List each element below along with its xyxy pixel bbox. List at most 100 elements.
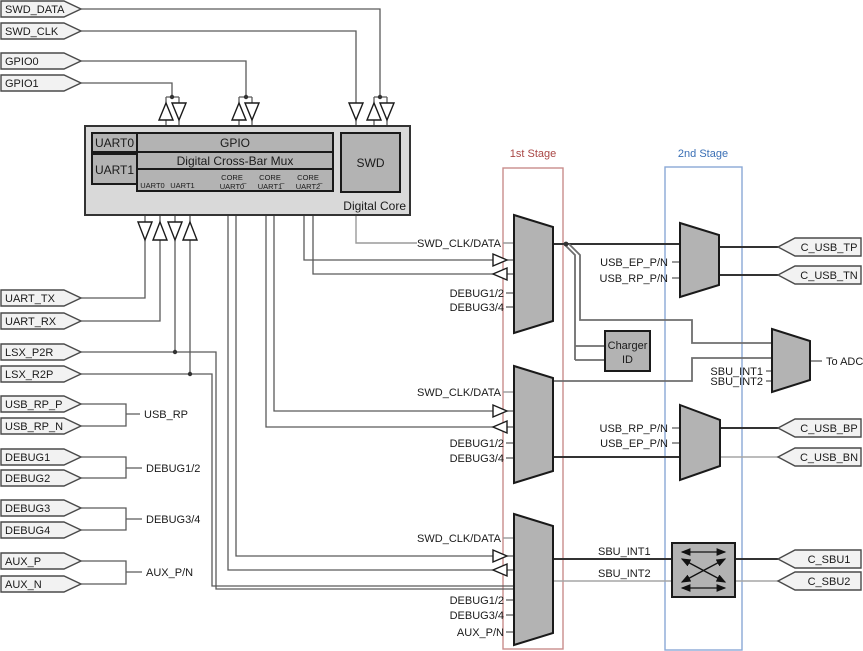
label-debug12-1: DEBUG1/2 xyxy=(450,288,504,300)
junction-dot xyxy=(169,94,175,100)
svg-text:DEBUG4: DEBUG4 xyxy=(5,525,50,537)
label-aux-pn-bracket: AUX_P/N xyxy=(146,567,193,579)
buffer-up-icon xyxy=(181,220,199,241)
label-sbu-int2-line: SBU_INT2 xyxy=(598,568,651,580)
svg-text:LSX_R2P: LSX_R2P xyxy=(5,369,53,381)
svg-text:DEBUG3: DEBUG3 xyxy=(5,503,50,515)
buffer-down-icon xyxy=(243,102,261,122)
input-flag-debug2: DEBUG2 xyxy=(0,469,83,487)
mux-stage2-top xyxy=(679,221,720,299)
output-flag-c-usb-tn: C_USB_TN xyxy=(776,265,862,285)
input-flag-usb-rp-n: USB_RP_N xyxy=(0,417,83,435)
wire-buffer-mux-stubs xyxy=(507,259,514,571)
svg-text:C_USB_TN: C_USB_TN xyxy=(800,270,858,282)
svg-text:C_USB_TP: C_USB_TP xyxy=(801,242,858,254)
buffer-up-icon xyxy=(230,101,248,121)
input-flags: SWD_DATA SWD_CLK GPIO0 GPIO1 UART_TX UAR… xyxy=(0,0,83,593)
wire-aux-bracket xyxy=(81,560,142,585)
svg-text:UART_TX: UART_TX xyxy=(5,293,56,305)
label-debug34-2: DEBUG3/4 xyxy=(450,453,504,465)
uart0-label: UART0 xyxy=(95,136,134,150)
wire-labels: SWD_CLK/DATA DEBUG1/2 DEBUG3/4 SWD_CLK/D… xyxy=(144,238,763,639)
uart1-block xyxy=(91,153,138,185)
svg-text:DEBUG2: DEBUG2 xyxy=(5,473,50,485)
label-sbu-int1-adc: SBU_INT1 xyxy=(710,366,763,378)
sbu-crossbar-switch xyxy=(671,542,736,598)
wire-branch-adc2 xyxy=(554,357,772,382)
junction-dot xyxy=(172,349,178,355)
output-flag-c-sbu1: C_SBU1 xyxy=(776,549,862,569)
svg-text:SWD_DATA: SWD_DATA xyxy=(5,4,65,16)
buffer-up-icon xyxy=(157,101,175,121)
label-usb-rp: USB_RP xyxy=(144,409,188,421)
svg-text:UART_RX: UART_RX xyxy=(5,316,57,328)
io-buffers xyxy=(136,101,509,578)
junction-dot xyxy=(187,371,193,377)
buffer-down-icon xyxy=(378,102,396,122)
second-stage-box xyxy=(664,166,743,651)
label-debug34-bracket: DEBUG3/4 xyxy=(146,514,200,526)
svg-text:C_SBU2: C_SBU2 xyxy=(808,576,851,588)
junction-dot xyxy=(243,94,249,100)
buffer-left-icon xyxy=(491,562,508,578)
svg-text:LSX_P2R: LSX_P2R xyxy=(5,347,53,359)
wire-branch-charger xyxy=(563,243,605,361)
first-stage-label: 1st Stage xyxy=(510,148,556,160)
input-flag-uart-tx: UART_TX xyxy=(0,289,83,307)
wire-core-uart1 xyxy=(265,191,493,428)
first-stage-box xyxy=(502,167,564,650)
input-flag-debug4: DEBUG4 xyxy=(0,521,83,539)
wire-bottom-mux-stubs xyxy=(672,427,680,444)
label-swd-clk-data-3: SWD_CLK/DATA xyxy=(417,533,502,545)
label-debug12-3: DEBUG1/2 xyxy=(450,595,504,607)
label-swd-clk-data-2: SWD_CLK/DATA xyxy=(417,387,502,399)
pin-core-uart2: UART2̅ xyxy=(296,182,323,191)
mux-stage1-top xyxy=(513,213,554,335)
svg-text:C_USB_BN: C_USB_BN xyxy=(800,452,858,464)
label-usb-ep-pn-bottom: USB_EP_P/N xyxy=(600,438,668,450)
svg-text:GPIO0: GPIO0 xyxy=(5,56,39,68)
label-usb-rp-pn-bottom: USB_RP_P/N xyxy=(600,423,669,435)
uart1-label: UART1 xyxy=(95,163,134,177)
label-debug34-1: DEBUG3/4 xyxy=(450,302,504,314)
buffer-down-icon xyxy=(170,102,188,122)
charger-id-label-1: Charger xyxy=(608,340,648,352)
input-flag-gpio0: GPIO0 xyxy=(0,52,83,70)
buffer-right-icon xyxy=(492,403,509,419)
input-flag-lsx-r2p: LSX_R2P xyxy=(0,365,83,383)
charger-id-box xyxy=(604,330,651,372)
input-flag-debug1: DEBUG1 xyxy=(0,448,83,466)
wire-core-uart0 xyxy=(227,191,493,571)
mux-stage2-bottom xyxy=(679,403,721,482)
wire-gpio1 xyxy=(81,82,180,103)
label-usb-rp-pn-top: USB_RP_P/N xyxy=(600,273,669,285)
buffer-up-icon xyxy=(365,101,383,121)
second-stage-label: 2nd Stage xyxy=(678,148,728,160)
pin-core-uart0: UART0̅ xyxy=(220,182,247,191)
label-sbu-int1-line: SBU_INT1 xyxy=(598,546,651,558)
wire-debug12-bracket xyxy=(81,456,142,479)
buffer-up-icon xyxy=(151,220,169,241)
buffer-left-icon xyxy=(491,266,508,282)
wire-top-mux-stubs xyxy=(672,261,680,279)
input-flag-debug3: DEBUG3 xyxy=(0,499,83,517)
input-flag-swd-data: SWD_DATA xyxy=(0,0,83,18)
input-flag-gpio1: GPIO1 xyxy=(0,74,83,92)
pin-core-uart1: UART1̅ xyxy=(258,182,285,191)
charger-id-block: Charger ID xyxy=(604,330,651,372)
digital-core: UART0 UART1 GPIO Digital Cross-Bar Mux S… xyxy=(84,125,411,216)
input-flag-aux-n: AUX_N xyxy=(0,575,83,593)
svg-text:DEBUG1: DEBUG1 xyxy=(5,452,50,464)
buffer-down-icon xyxy=(166,221,184,242)
pin-core-word-2: CORE xyxy=(297,173,319,182)
output-flag-c-usb-bp: C_USB_BP xyxy=(776,418,862,438)
junction-dot xyxy=(377,94,383,100)
label-swd-clk-data-1: SWD_CLK/DATA xyxy=(417,238,502,250)
to-adc-label: To ADC xyxy=(826,356,863,368)
pin-uart0: UART0 xyxy=(140,181,164,190)
wire-branch-adc1 xyxy=(568,243,772,344)
label-debug34-3: DEBUG3/4 xyxy=(450,610,504,622)
svg-text:SWD_CLK: SWD_CLK xyxy=(5,26,59,38)
buffer-down-icon xyxy=(136,221,154,242)
